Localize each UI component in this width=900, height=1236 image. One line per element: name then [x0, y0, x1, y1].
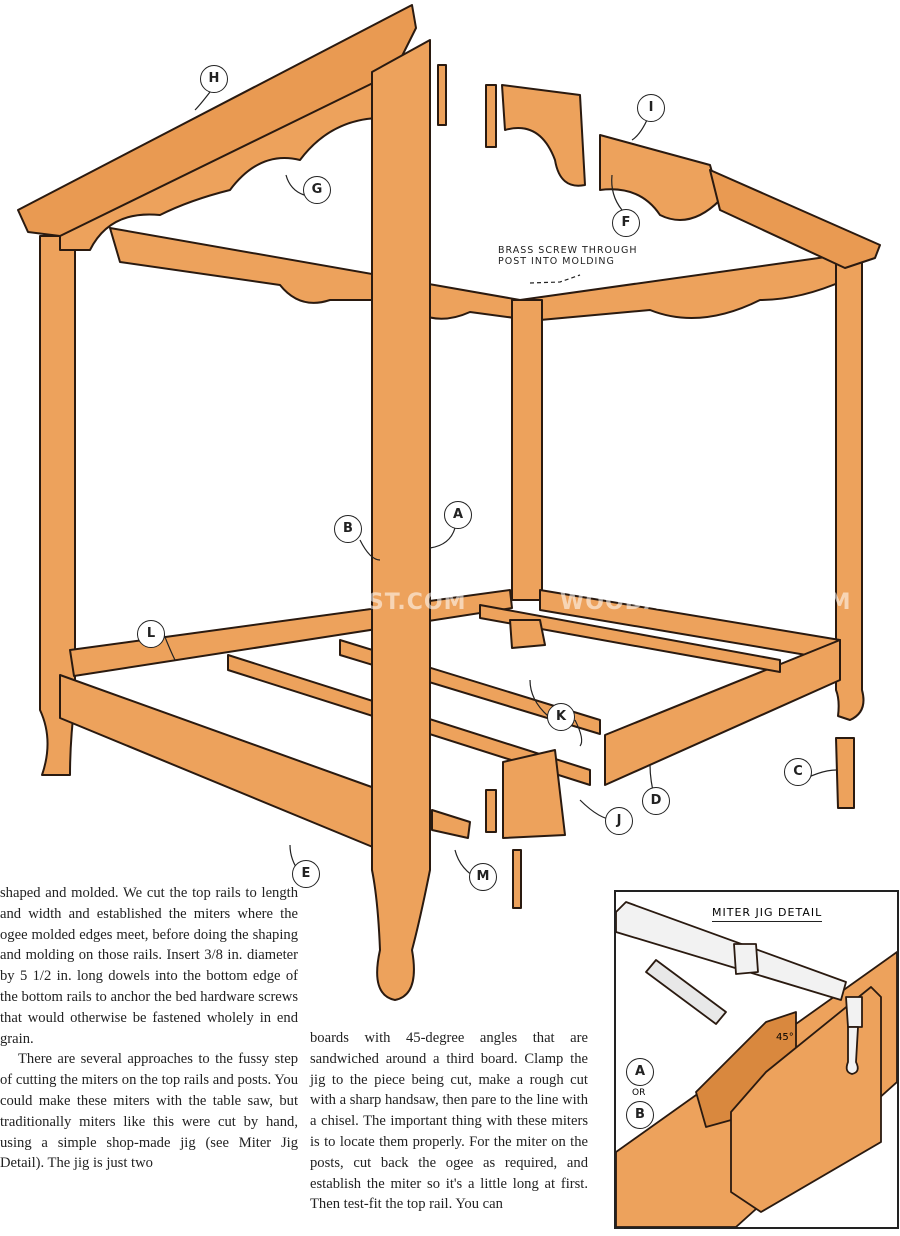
dowel	[512, 849, 522, 909]
hardware-plate	[437, 64, 447, 126]
part-label-c: C	[784, 758, 812, 786]
slat	[479, 604, 781, 673]
miter-jig-detail: MITER JIG DETAIL 45° A OR B	[614, 890, 899, 1229]
paragraph: shaped and molded. We cut the top rails …	[0, 885, 298, 1047]
watermark: WOODARCHIVIST.COM	[560, 590, 852, 615]
part-label-a: A	[626, 1058, 654, 1086]
or-label: OR	[632, 1088, 646, 1098]
clamp-jaw	[733, 943, 759, 975]
part-label-k: K	[547, 703, 575, 731]
leader-line	[194, 91, 211, 111]
screw-leader	[529, 274, 581, 284]
top-rail-piece	[501, 84, 586, 187]
clamp-jaw	[845, 996, 863, 1028]
post-c	[835, 737, 855, 809]
note-line: BRASS SCREW THROUGH	[498, 245, 638, 256]
back-right-post	[835, 261, 865, 721]
part-label-h: H	[200, 65, 228, 93]
back-top-rail	[109, 227, 521, 320]
molding-i	[709, 169, 881, 269]
hardware-plate	[485, 84, 497, 148]
watermark: WOODARCHIVIST.COM	[175, 590, 467, 615]
article-column-1: shaped and molded. We cut the top rails …	[0, 883, 298, 1174]
part-label-b: B	[334, 515, 362, 543]
leader-line	[359, 539, 381, 561]
rail-stub	[431, 809, 471, 839]
part-label-g: G	[303, 176, 331, 204]
rail-end-j	[502, 749, 566, 839]
clamp-handle	[845, 1026, 859, 1075]
leader-line	[529, 679, 549, 717]
part-label-b: B	[626, 1101, 654, 1129]
leader-line	[611, 174, 623, 211]
paragraph: boards with 45-degree angles that are sa…	[310, 1030, 588, 1213]
part-label-m: M	[469, 863, 497, 891]
part-label-l: L	[137, 620, 165, 648]
side-bottom-rail-d	[604, 639, 841, 786]
hardware-plate	[485, 789, 497, 833]
note-line: POST INTO MOLDING	[498, 256, 615, 267]
angle-label: 45°	[776, 1032, 794, 1043]
brass-screw-note: BRASS SCREW THROUGH POST INTO MOLDING	[498, 245, 637, 267]
miter-jig-illustration	[616, 901, 897, 1227]
leader-line	[285, 174, 305, 196]
front-right-post-a	[371, 39, 431, 1001]
leader-line	[429, 527, 456, 549]
top-rail-g	[59, 79, 379, 251]
clamp-screw-handle	[645, 959, 727, 1025]
leader-line	[574, 719, 583, 747]
top-rail-f	[599, 134, 721, 221]
part-label-a: A	[444, 501, 472, 529]
clamp-bar	[616, 901, 847, 1001]
part-label-j: J	[605, 807, 633, 835]
part-label-d: D	[642, 787, 670, 815]
article-column-2: boards with 45-degree angles that are sa…	[310, 1028, 588, 1215]
leader-line	[631, 119, 648, 141]
part-label-i: I	[637, 94, 665, 122]
part-label-f: F	[612, 209, 640, 237]
paragraph: There are several approaches to the fuss…	[0, 1051, 298, 1172]
right-top-rail	[519, 254, 846, 321]
part-label-e: E	[292, 860, 320, 888]
jig-detail-title: MITER JIG DETAIL	[712, 906, 823, 922]
corner-block	[509, 619, 546, 649]
jig-front-board	[730, 986, 882, 1213]
back-left-post	[511, 299, 543, 601]
